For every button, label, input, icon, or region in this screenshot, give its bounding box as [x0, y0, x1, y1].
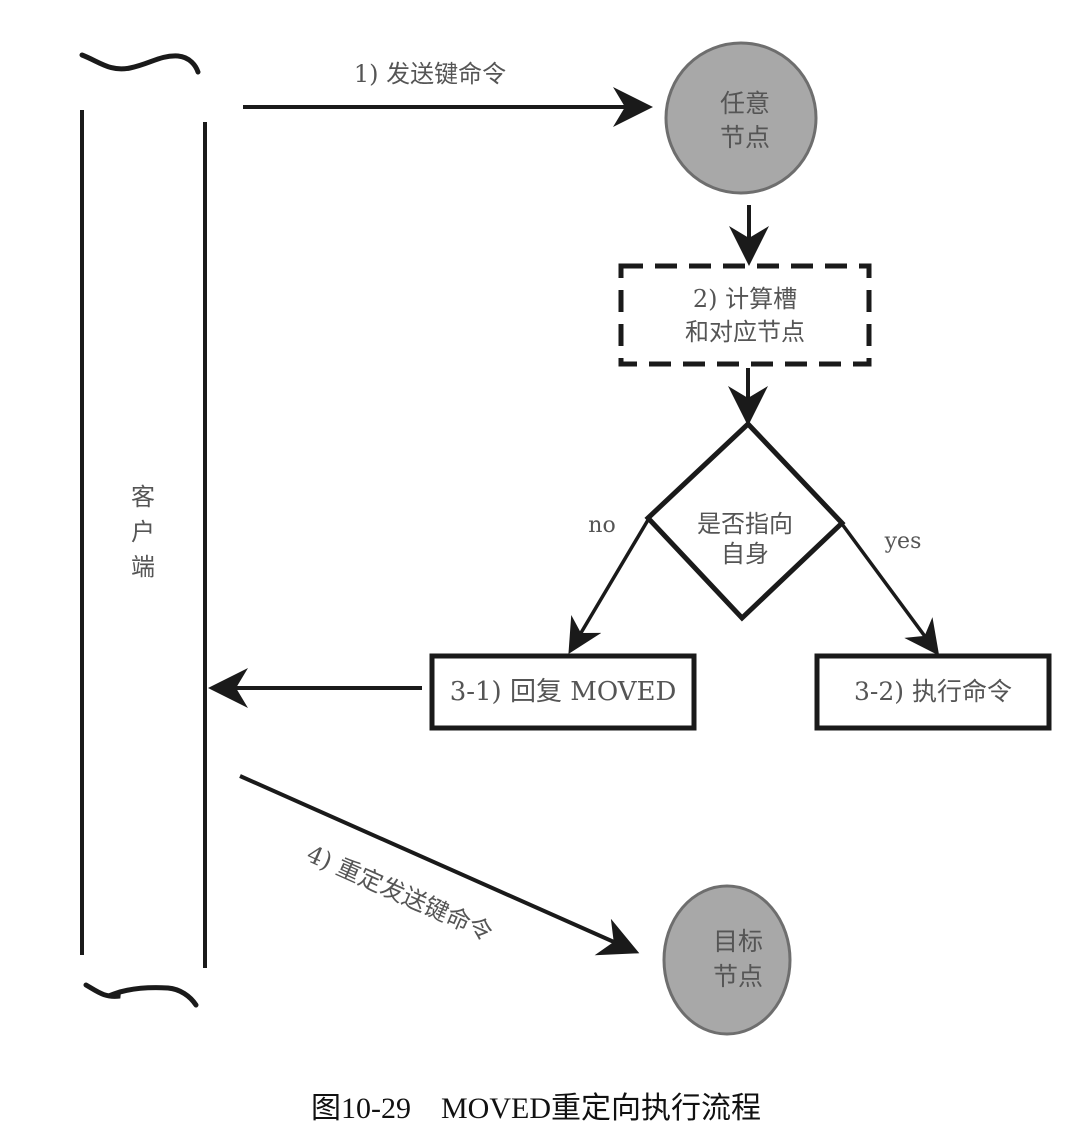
client-label-3: 端: [131, 553, 155, 581]
yes-label: yes: [884, 529, 922, 554]
redirect-label: 4) 重定发送键命令: [303, 840, 497, 947]
client-column: 客 户 端: [79, 52, 207, 1008]
yes-branch-arrow: [840, 522, 940, 656]
no-branch-arrow: [568, 519, 650, 655]
decision-diamond: 是否指向 自身: [644, 420, 846, 622]
redirect-arrow: [239, 774, 640, 956]
any-node: 任意 节点: [664, 41, 818, 195]
reply-moved-label: 3-1) 回复 MOVED: [450, 677, 677, 707]
compute-label-2: 和对应节点: [685, 318, 805, 346]
no-label: no: [588, 513, 615, 538]
target-node-label-1: 目标: [713, 927, 763, 956]
reply-moved-box: 3-1) 回复 MOVED: [429, 653, 697, 731]
client-top-brace: [79, 52, 201, 75]
execute-command-box: 3-2) 执行命令: [814, 653, 1052, 731]
client-label-1: 客: [131, 483, 155, 511]
figure-caption: 图10-29 MOVED重定向执行流程: [311, 1092, 761, 1125]
any-node-label-1: 任意: [720, 89, 770, 118]
compute-label-1: 2) 计算槽: [693, 285, 797, 313]
decision-label-2: 自身: [721, 540, 769, 568]
send-command-label: 1) 发送键命令: [354, 60, 506, 88]
any-node-label-2: 节点: [720, 123, 770, 152]
execute-command-label: 3-2) 执行命令: [854, 677, 1012, 706]
target-node: 目标 节点: [662, 884, 792, 1036]
decision-label-1: 是否指向: [697, 510, 793, 538]
target-node-label-2: 节点: [713, 962, 763, 991]
compute-slot-box: 2) 计算槽 和对应节点: [618, 263, 872, 367]
client-bottom-brace: [83, 982, 199, 1008]
client-label-2: 户: [131, 518, 155, 546]
